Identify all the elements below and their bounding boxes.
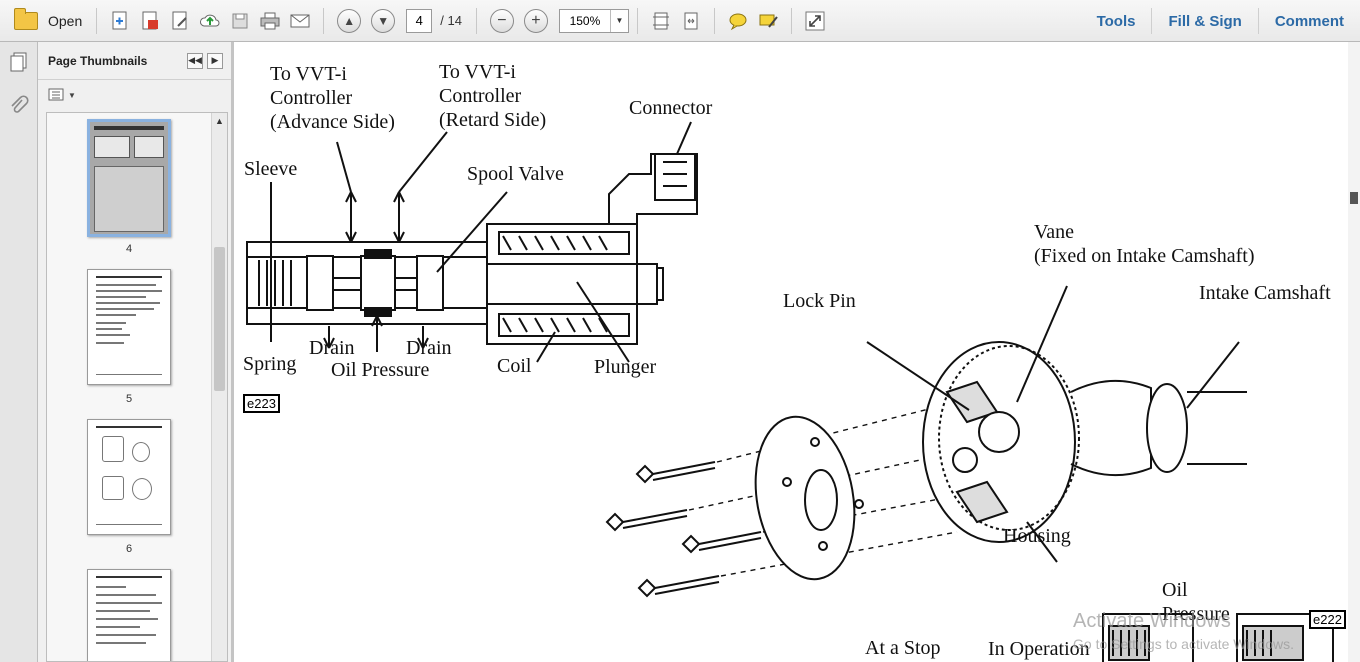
- scroll-up-icon[interactable]: ▲: [215, 116, 224, 126]
- label-sleeve: Sleeve: [244, 158, 298, 180]
- chevron-down-icon[interactable]: ▼: [609, 9, 628, 32]
- save-icon[interactable]: [225, 6, 255, 36]
- vvti-controller-diagram: [605, 285, 1357, 662]
- thumbnail-page-6[interactable]: [87, 419, 171, 535]
- oil-control-valve-diagram: [246, 121, 698, 363]
- label-to-vvti-retard: To VVT-i Controller (Retard Side): [439, 61, 547, 131]
- options-list-icon: [48, 88, 64, 101]
- scrollbar-thumb[interactable]: [1350, 192, 1358, 204]
- upload-cloud-icon[interactable]: [195, 6, 225, 36]
- comment-icon[interactable]: [723, 6, 753, 36]
- plus-icon: +: [531, 11, 541, 29]
- thumbnail-page-5[interactable]: [87, 269, 171, 385]
- previous-page-button[interactable]: ▲: [337, 8, 362, 33]
- chevron-down-icon: ▼: [68, 90, 76, 100]
- figure-code-e223: e223: [243, 394, 280, 413]
- edit-pdf-icon[interactable]: [165, 6, 195, 36]
- label-connector: Connector: [629, 97, 713, 119]
- thumbnail-options-button[interactable]: ▼: [38, 80, 231, 110]
- label-housing: Housing: [1003, 525, 1071, 547]
- highlight-icon[interactable]: [753, 6, 783, 36]
- zoom-in-button[interactable]: +: [523, 8, 548, 33]
- collapse-panel-icon[interactable]: ◀◀: [187, 52, 203, 69]
- toolbar-separator: [96, 7, 98, 34]
- thumbnail-label: 6: [125, 543, 133, 555]
- zoom-out-button[interactable]: −: [489, 8, 514, 33]
- scrollbar-thumb[interactable]: [214, 247, 225, 391]
- label-to-vvti-advance: To VVT-i Controller (Advance Side): [270, 63, 395, 133]
- label-spring: Spring: [243, 353, 297, 375]
- minus-icon: −: [497, 11, 507, 29]
- zoom-select[interactable]: 150% ▼: [558, 8, 629, 33]
- toolbar-separator: [790, 7, 792, 34]
- thumbnail-label: 4: [125, 243, 133, 255]
- menu-comment[interactable]: Comment: [1257, 8, 1360, 34]
- toolbar-separator: [713, 7, 715, 34]
- folder-icon: [14, 7, 38, 30]
- activate-windows-title: Activate Windows: [1073, 610, 1231, 632]
- panel-header: Page Thumbnails ◀◀ ▶: [38, 42, 231, 80]
- menu-fill-sign[interactable]: Fill & Sign: [1151, 8, 1257, 34]
- label-oil-pressure: Oil Pressure: [331, 359, 430, 381]
- toolbar: Open ▲ ▼ 4 / 14 − + 150% ▼: [0, 0, 1360, 42]
- open-button[interactable]: Open: [8, 6, 88, 36]
- activate-windows-subtitle: Go to Settings to activate Windows.: [1073, 636, 1294, 652]
- thumbnail-page-7[interactable]: [87, 569, 171, 661]
- expand-icon[interactable]: [800, 6, 830, 36]
- label-coil: Coil: [497, 355, 532, 377]
- next-page-button[interactable]: ▼: [371, 8, 396, 33]
- navigation-rail: [0, 42, 38, 662]
- toolbar-separator: [323, 7, 325, 34]
- export-pdf-icon[interactable]: [135, 6, 165, 36]
- figure-code-e222: e222: [1309, 610, 1346, 629]
- fit-width-icon[interactable]: [676, 6, 706, 36]
- menu-tools[interactable]: Tools: [1096, 12, 1136, 30]
- zoom-value: 150%: [569, 13, 601, 28]
- label-intake-camshaft: Intake Camshaft: [1199, 282, 1331, 304]
- label-at-a-stop: At a Stop: [865, 637, 941, 659]
- top-menu: Tools Fill & Sign Comment: [1081, 0, 1360, 42]
- label-plunger: Plunger: [594, 356, 657, 378]
- print-icon[interactable]: [255, 6, 285, 36]
- label-lock-pin: Lock Pin: [783, 290, 856, 312]
- label-oil-pressure-2: Oil Pressure: [1162, 579, 1230, 625]
- thumbnail-page-4[interactable]: [87, 119, 171, 237]
- page-total: / 14: [440, 13, 462, 28]
- document-view[interactable]: To VVT-i Controller (Advance Side) To VV…: [237, 42, 1360, 662]
- thumbnail-scrollbar[interactable]: ▲: [211, 113, 227, 661]
- panel-title: Page Thumbnails: [48, 53, 148, 68]
- label-drain-right: Drain: [406, 337, 452, 359]
- label-spool-valve: Spool Valve: [467, 163, 564, 185]
- page-number-input[interactable]: 4: [406, 8, 433, 33]
- thumbnail-list: 4 5 6: [46, 112, 228, 662]
- attachments-icon[interactable]: [7, 94, 31, 118]
- label-in-operation: In Operation: [988, 638, 1090, 660]
- arrow-down-icon: ▼: [377, 13, 390, 28]
- email-icon[interactable]: [285, 6, 315, 36]
- document-scrollbar[interactable]: [1348, 42, 1360, 662]
- label-vane: Vane (Fixed on Intake Camshaft): [1034, 221, 1255, 267]
- create-pdf-icon[interactable]: [105, 6, 135, 36]
- thumbnail-label: 5: [125, 393, 133, 405]
- arrow-up-icon: ▲: [343, 13, 356, 28]
- chevron-right-icon[interactable]: ▶: [207, 52, 223, 69]
- toolbar-separator: [475, 7, 477, 34]
- label-drain-left: Drain: [309, 337, 355, 359]
- open-label: Open: [48, 12, 83, 29]
- fit-page-icon[interactable]: [646, 6, 676, 36]
- page-thumbnails-panel: Page Thumbnails ◀◀ ▶ ▼ 4: [38, 42, 234, 662]
- page-thumbnails-icon[interactable]: [7, 50, 31, 74]
- toolbar-separator: [636, 7, 638, 34]
